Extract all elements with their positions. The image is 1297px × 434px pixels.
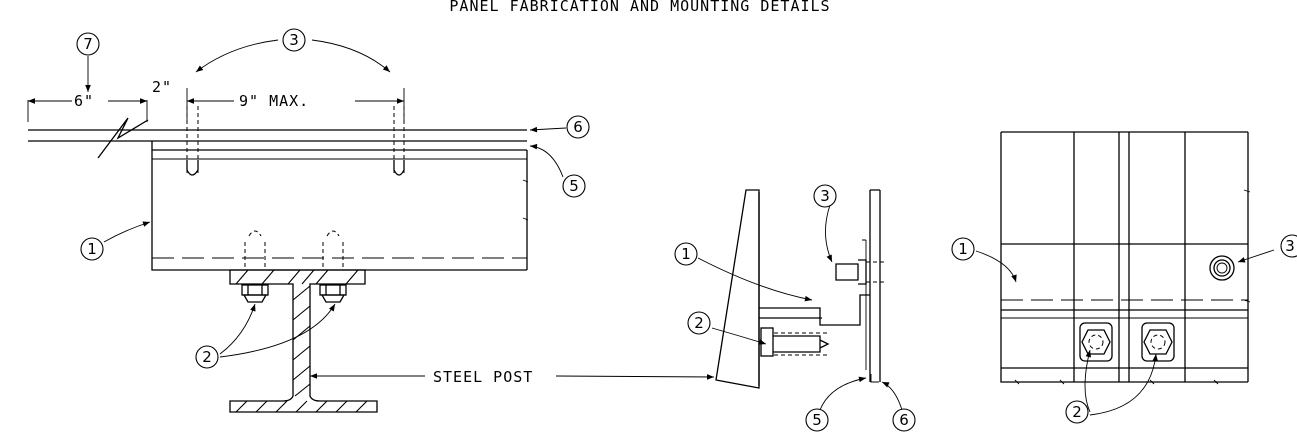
callout-2: 2 bbox=[195, 345, 219, 369]
callout-5-section: 5 bbox=[805, 408, 829, 432]
callout-5: 5 bbox=[562, 174, 586, 198]
svg-text:6: 6 bbox=[899, 411, 909, 429]
callout-6-section: 6 bbox=[892, 408, 916, 432]
callout-1-section: 1 bbox=[674, 242, 698, 266]
callout-3-rear: 3 bbox=[1280, 234, 1297, 258]
dim-2-inch: 2" bbox=[152, 78, 172, 96]
svg-text:1: 1 bbox=[958, 240, 968, 258]
svg-text:3: 3 bbox=[289, 31, 299, 49]
hex-bolt-left bbox=[1079, 322, 1113, 362]
callout-2-section: 2 bbox=[687, 311, 711, 335]
callout-2-rear: 2 bbox=[1065, 400, 1089, 424]
callout-3-section: 3 bbox=[813, 184, 837, 208]
svg-text:1: 1 bbox=[681, 245, 691, 263]
rear-elevation-view bbox=[975, 131, 1275, 416]
drawing-title: PANEL FABRICATION AND MOUNTING DETAILS bbox=[449, 0, 830, 15]
svg-text:3: 3 bbox=[1285, 237, 1295, 255]
svg-text:3: 3 bbox=[820, 187, 830, 205]
svg-text:7: 7 bbox=[83, 35, 93, 53]
svg-text:5: 5 bbox=[569, 177, 579, 195]
steel-post-label: STEEL POST bbox=[433, 368, 533, 386]
svg-text:5: 5 bbox=[812, 411, 822, 429]
mounting-bolt-left bbox=[241, 230, 269, 303]
callout-3: 3 bbox=[282, 28, 306, 52]
section-view bbox=[697, 189, 903, 411]
callout-6: 6 bbox=[566, 115, 590, 139]
callout-1: 1 bbox=[80, 237, 104, 261]
svg-text:1: 1 bbox=[87, 240, 97, 258]
callout-1-rear: 1 bbox=[951, 237, 975, 261]
svg-text:6: 6 bbox=[573, 118, 583, 136]
svg-text:2: 2 bbox=[1072, 403, 1082, 421]
side-elevation-view: 6" 2" 9" MAX. STEEL POST bbox=[28, 39, 715, 413]
callout-7: 7 bbox=[76, 32, 100, 56]
steel-post-section bbox=[229, 269, 378, 413]
hex-bolt-right bbox=[1141, 322, 1175, 362]
svg-text:2: 2 bbox=[202, 348, 212, 366]
mounting-bolt-right bbox=[319, 230, 347, 303]
svg-text:2: 2 bbox=[694, 314, 704, 332]
dim-9-inch-max: 9" MAX. bbox=[239, 92, 309, 110]
stud-head bbox=[1209, 255, 1235, 281]
dim-6-inch: 6" bbox=[74, 92, 94, 110]
